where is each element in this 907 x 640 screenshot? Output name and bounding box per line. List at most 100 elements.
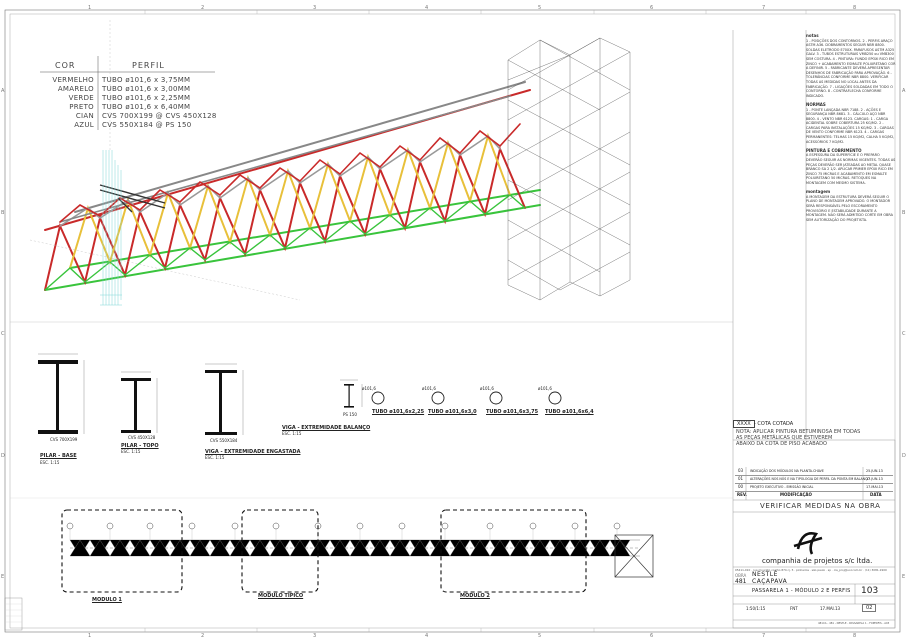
- svg-text:6: 6: [650, 5, 653, 11]
- section-title-pilar-base: PILAR - BASE: [40, 453, 77, 459]
- svg-text:A: A: [1, 88, 5, 94]
- module-label: MODULO TIPICO: [258, 593, 304, 599]
- svg-text:3: 3: [313, 633, 316, 639]
- paint-note-line: ABAIXO DA COTA DE PISO ACABADO: [736, 441, 827, 447]
- section-scale: ESC. 1:15: [121, 449, 141, 454]
- sheet-number: 103: [861, 586, 879, 596]
- svg-text:8: 8: [853, 5, 856, 11]
- svg-text:5: 5: [538, 633, 541, 639]
- revision-number: 00: [738, 484, 744, 489]
- section-code: CVS 450X128: [128, 435, 156, 440]
- svg-text:E: E: [1, 574, 4, 580]
- drawing-title: PASSARELA 1 - MÓDULO 2 E PERFIS: [752, 588, 851, 594]
- svg-text:1: 1: [88, 5, 91, 11]
- obra-city: CAÇAPAVA: [752, 578, 788, 585]
- legend-perfil: TUBO ø101,6 x 6,40MM: [102, 103, 191, 111]
- data-col-header: DATA: [870, 492, 882, 497]
- svg-text:5: 5: [538, 5, 541, 11]
- svg-text:D: D: [1, 453, 5, 459]
- legend-perfil: TUBO ø101,6 x 2,25MM: [102, 94, 191, 102]
- section-title-viga-balanco: VIGA - EXTREMIDADE BALANÇO: [282, 425, 371, 431]
- legend-cor-header: COR: [55, 61, 76, 70]
- legend-perfil-header: PERFIL: [132, 61, 165, 70]
- legend-perfil: TUBO ø101,6 x 3,00MM: [102, 85, 191, 93]
- file-name: 481CA - 481 - NESTLE - PASSARELA 1 - FOP…: [818, 622, 890, 625]
- cargas-text: 1 - PONTE LANÇADA NBR 7188. 2 - AÇÕES E …: [806, 107, 895, 144]
- pintura-text: A ESPESSURA DA SUPERFÍCIE E O PREPARO DE…: [806, 153, 896, 185]
- obra-name: NESTLÉ: [752, 571, 778, 578]
- revision-date: 17.MAI.13: [866, 485, 884, 489]
- revision-description: ALTERAÇÕES NOS NÓS E NA TIPOLOGIA DE PER…: [750, 477, 870, 481]
- revision-row: 00 PROJETO EXECUTIVO - EMISSÃO INICIAL 17.…: [735, 483, 893, 492]
- module-label: MODULO 1: [92, 597, 122, 603]
- company-name: companhia de projetos s/c ltda.: [762, 557, 873, 565]
- legend-cor: AMARELO: [57, 85, 94, 93]
- svg-text:3: 3: [313, 5, 316, 11]
- legend-perfil: TUBO ø101,6 x 3,75MM: [102, 76, 191, 84]
- svg-text:B: B: [902, 210, 906, 216]
- svg-text:4: 4: [425, 633, 428, 639]
- obra-label: OBRA: [735, 573, 747, 578]
- date-value: 17.MAI.13: [820, 606, 841, 611]
- legend-perfil: CVS 550X184 @ PS 150: [102, 121, 192, 129]
- legend-cor: VERMELHO: [52, 76, 94, 84]
- company-address: 05411-010 · rua mourato coelho 874 cj. 5…: [735, 568, 887, 572]
- section-code: PS 150: [343, 412, 357, 417]
- legend-cor: PRETO: [69, 103, 94, 111]
- section-code: CVS 700X199: [50, 437, 78, 442]
- tube-label: TUBO ø101,6x3,0: [428, 409, 477, 415]
- svg-text:7: 7: [762, 5, 765, 11]
- scale-value: 1:50/1:15: [746, 606, 766, 611]
- paint-note-line: AS PEÇAS METÁLICAS QUE ESTIVEREM: [736, 435, 833, 441]
- tube-dim: ø101,6: [422, 386, 436, 391]
- revision-date: 17.JUN.13: [866, 477, 883, 481]
- general-notes: notas 1 - POSIÇÕES DOS CONTORNOS. 2 - PE…: [806, 33, 896, 222]
- drafter-value: FNT: [790, 606, 798, 611]
- svg-text:B: B: [1, 210, 5, 216]
- verificar-medidas: VERIFICAR MEDIDAS NA OBRA: [760, 502, 881, 510]
- section-title-pilar-topo: PILAR - TOPO: [121, 443, 159, 449]
- svg-text:E: E: [902, 574, 905, 580]
- rev-col-header: REV.: [737, 492, 747, 497]
- tube-dim: ø101,6: [480, 386, 494, 391]
- paint-note: NOTA: APLICAR PINTURA BETUMINOSA EM TODA…: [736, 429, 860, 447]
- svg-text:D: D: [902, 453, 906, 459]
- revision-row: 01 ALTERAÇÕES NOS NÓS E NA TIPOLOGIA DE P…: [735, 475, 893, 484]
- svg-text:C: C: [902, 331, 906, 337]
- montagem-text: A MONTAGEM DA ESTRUTURA DEVERÁ SEGUIR O …: [806, 194, 893, 222]
- svg-text:6: 6: [650, 633, 653, 639]
- tube-dim: ø101,6: [538, 386, 552, 391]
- notes-text: 1 - POSIÇÕES DOS CONTORNOS. 2 - PERFIS A…: [806, 38, 896, 98]
- svg-text:2: 2: [201, 5, 204, 11]
- pintura-title: PINTURA E COBRIMENTO: [806, 147, 862, 153]
- section-code: CVS 550X184: [210, 438, 238, 443]
- module-label: MODULO 2: [460, 593, 490, 599]
- section-scale: ESC. 1:15: [205, 455, 225, 460]
- section-title-viga-engastada: VIGA - EXTREMIDADE ENGASTADA: [205, 449, 301, 455]
- revision-number: 01: [738, 476, 744, 481]
- legend-cor: VERDE: [68, 94, 94, 102]
- svg-text:7: 7: [762, 633, 765, 639]
- tube-label: TUBO ø101,6x3,75: [486, 409, 539, 415]
- paint-note-line: NOTA: APLICAR PINTURA BETUMINOSA EM TODA…: [736, 429, 861, 435]
- revision-description: PROJETO EXECUTIVO - EMISSÃO INICIAL: [750, 485, 814, 489]
- svg-text:C: C: [1, 331, 5, 337]
- notes-title: notas: [806, 33, 819, 38]
- mod-col-header: MODIFICAÇÃO: [780, 492, 812, 497]
- tube-label: TUBO ø101,6x2,25: [372, 409, 425, 415]
- legend-cor: AZUL: [74, 121, 94, 129]
- svg-text:8: 8: [853, 633, 856, 639]
- revision-date: 25.JUN.13: [866, 469, 883, 473]
- tube-dim: ø101,6: [362, 386, 376, 391]
- revision-description: INDICAÇÃO DOS MÓDULOS NA PLANTA-CHAVE: [750, 469, 824, 473]
- cota-box: XXXX: [733, 420, 755, 428]
- rev-value: 02: [862, 604, 877, 612]
- cargas-title: NORMAS: [806, 101, 826, 107]
- svg-text:2: 2: [201, 633, 204, 639]
- svg-text:4: 4: [425, 5, 428, 11]
- legend-perfil: CVS 700X199 @ CVS 450X128: [102, 112, 217, 120]
- svg-text:1: 1: [88, 633, 91, 639]
- cota-label: - COTA COTADA: [754, 421, 794, 427]
